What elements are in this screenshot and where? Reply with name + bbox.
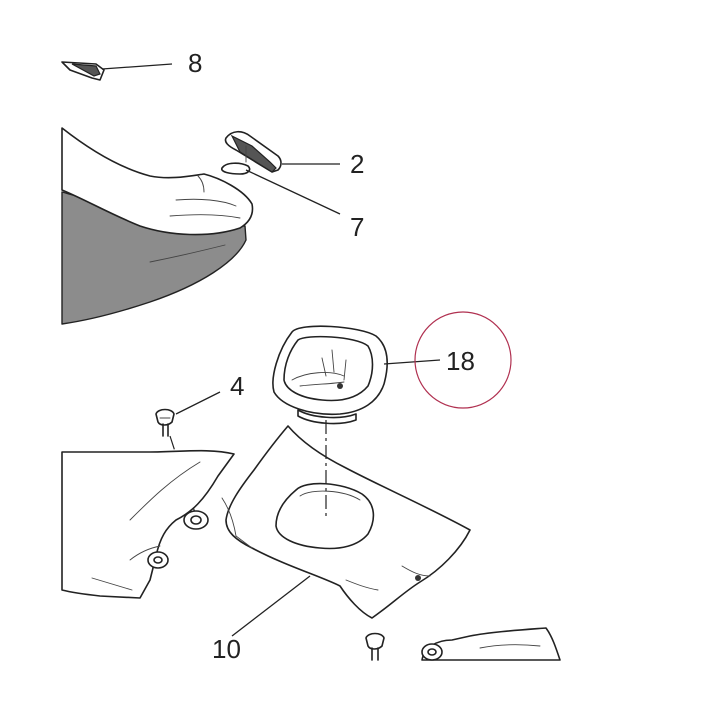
leader-8 bbox=[101, 63, 173, 70]
highlight-circle-18 bbox=[414, 311, 512, 409]
callout-4: 4 bbox=[230, 371, 244, 401]
bottom-bracket bbox=[421, 627, 561, 661]
part-18 bbox=[272, 325, 441, 425]
callout-7: 7 bbox=[350, 212, 364, 242]
part-7 bbox=[220, 162, 341, 215]
leader-10 bbox=[231, 575, 311, 637]
leader-4 bbox=[175, 391, 221, 415]
callout-2: 2 bbox=[350, 149, 364, 179]
part-10 bbox=[221, 425, 471, 637]
part-8 bbox=[61, 61, 173, 81]
seat-assembly bbox=[61, 127, 254, 325]
side-panel bbox=[61, 449, 235, 599]
callout-8: 8 bbox=[188, 48, 202, 78]
callout-10: 10 bbox=[212, 634, 241, 664]
callout-18: 18 bbox=[446, 346, 475, 376]
bottom-screw bbox=[365, 632, 385, 661]
leader-7 bbox=[245, 169, 341, 215]
part-2 bbox=[224, 130, 340, 173]
leader-18 bbox=[383, 359, 441, 365]
